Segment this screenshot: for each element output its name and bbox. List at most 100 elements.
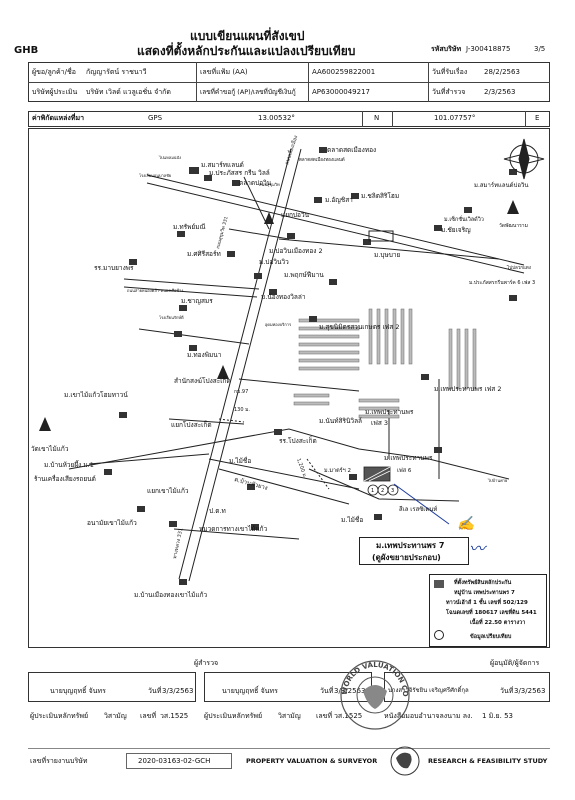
company-code: J-300418875 <box>466 45 511 53</box>
map-label-l17: ม.ศศิรีสอร์ท <box>187 250 221 258</box>
map-label-l42: ม.เทพประทานพร <box>384 454 433 462</box>
coords-label: ค่าพิกัดแหล่งที่มา <box>32 114 85 122</box>
globe-logo-icon <box>390 746 420 776</box>
valuer-name: นายบุญฤทธิ์ จันทร <box>222 687 278 695</box>
lic-no-label1: เลขที่ <box>140 712 157 720</box>
map-label-l40: ม.ไม้ชื่อ <box>229 456 251 465</box>
map-label-l46: แยกเขาไม้แก้ว <box>147 487 189 495</box>
map-label-l45: ร้านเครื่องเสียงรถยนต์ <box>34 474 96 483</box>
coords-lon-dir: E <box>535 114 540 122</box>
approver-label: ผู้อนุมัติ/ผู้จัดการ <box>490 659 540 667</box>
legend-row2: หมู่บ้าน เทพประทานพร 7 <box>454 590 515 596</box>
title-line2: แสดงที่ตั้งหลักประกันและแปลงเปรียบเทียบ <box>137 44 356 58</box>
map-label-l28: ม.ประภัสสรกรีนพาร์ค 6 เฟส 3 <box>469 279 535 286</box>
map-label-l50: สีเล เรสซิเดนท์ <box>399 505 438 513</box>
ref-label: เลขที่แฟ้ม (AA) <box>200 68 248 76</box>
ref-value: AA600259822001 <box>312 68 376 76</box>
map-label-l26: ม.ทองพิมนา <box>187 351 222 359</box>
received-value: 28/2/2563 <box>484 68 520 76</box>
valuer-co-value: บริษัท เวิลด์ แวลูเอชั่น จำกัด <box>86 88 171 96</box>
map-label-l54: ม.บ้านเมืองทองเขาไม้แก้ว <box>134 591 208 599</box>
map-frame: 1 2 3 <box>28 128 550 648</box>
surveyor-sign-box <box>28 672 196 702</box>
map-label-l10: ตลาดบ่อวิน <box>239 179 272 187</box>
map-label-l37: แยกโปงสะเก็ต <box>171 420 212 429</box>
map-label-l51: อนามัยเขาไม้แก้ว <box>87 519 137 527</box>
signature-2: 〰 <box>469 539 486 558</box>
study-en: RESEARCH & FEASIBILITY STUDY <box>428 757 548 765</box>
map-label-l39: รร.โปงสะเก็ต <box>279 436 317 445</box>
company-seal: WORLD VALUATION CO.,LTD <box>335 655 410 730</box>
map-label-l15: วัดพัฒนาราม <box>499 223 528 229</box>
map-label-l35: ม.นันท์สิรินิวิลล์ <box>319 417 362 425</box>
map-label-l13: ม.เซ็กชั่นเวิลด์วิว <box>444 215 484 223</box>
map-label-l56: โรงเรียนรักษ์ดี <box>159 315 184 320</box>
map-label-l14: ม.ชัยเจริญ <box>441 226 471 234</box>
lic-date3: 1 มิ.ย. 53 <box>482 712 513 720</box>
map-label-l53: ม.ไม้ชื่อ <box>341 515 363 524</box>
map-label-l05: โรงเรียนอนุบาลชัย <box>139 173 171 179</box>
map-label-l38: วัดเขาไม้แก้ว <box>31 445 69 453</box>
surveyor-date-label: วันที่ <box>148 687 162 695</box>
map-label-l24: ม.น้องทองวิลล่า <box>261 293 306 301</box>
map-label-l29: สำนักสงฆ์โปงสะเก็ต <box>174 376 231 385</box>
valuer-date-label: วันที่ <box>320 687 334 695</box>
lic-name2: วิสามัญ <box>278 712 301 720</box>
map-label-l55: ถนนสุขุมวิท 331 <box>215 216 229 250</box>
map-label-l08: ม.อัญชิสา <box>325 196 353 204</box>
lic-label3: หนังสือมอบอำนาจลงนาม ลง. <box>384 712 473 720</box>
coords-lat: 13.00532° <box>258 114 295 122</box>
map-label-l25: ม.สุขนิมิตรสวนเกษตร เฟส 2 <box>319 323 399 331</box>
lic-no1: วส.1525 <box>160 712 189 720</box>
map-label-l52: หมวดการทางเขาไม้แก้ว <box>199 525 268 533</box>
company-code-label: รหัสบริษัท <box>431 45 462 53</box>
map-label-l61: ทางหลวง 331 <box>172 528 184 560</box>
map-label-l16: ม.บุษบาย <box>374 251 401 259</box>
map-drawing: 1 2 3 <box>31 134 545 599</box>
survey-value: 2/3/2563 <box>484 88 516 96</box>
map-label-l34: ม.เทพประทานพร <box>365 408 414 416</box>
received-label: วันที่รับเรื่อง <box>432 68 468 76</box>
lic-name1: วิสามัญ <box>104 712 127 720</box>
svg-text:1: 1 <box>371 488 374 494</box>
report-no: 2020-03163-02-GCH <box>138 757 211 765</box>
map-label-l60: ไปบ้านค่าย <box>487 478 507 483</box>
legend-subject-swatch <box>434 580 444 588</box>
svg-text:3: 3 <box>391 488 394 494</box>
lic-label2: ผู้ประเมินหลักทรัพย์ <box>204 712 263 720</box>
coords-lon: 101.07757° <box>434 114 476 122</box>
surveyor-name: นายบุญฤทธิ์ จันทร <box>50 687 106 695</box>
map-label-l49: ป.ต.ท <box>209 507 226 515</box>
legend-row3: ทาวน์เฮ้าส์ 1 ชั้น เลขที่ 502/129 <box>446 600 528 606</box>
company-en: PROPERTY VALUATION & SURVEYOR <box>246 757 378 765</box>
map-label-l30: กม.97 <box>234 389 248 395</box>
legend-row4: โฉนดเลขที่ 180617 เลขที่ดิน 5441 <box>446 610 537 616</box>
ap-label: เลขที่คำขอกู้ (AP)/เลขที่บัญชีเงินกู้ <box>200 88 296 96</box>
map-label-l59: ไปปลวกแดง <box>506 265 531 271</box>
lic-no-label2: เลขที่ <box>316 712 333 720</box>
map-label-l18: ม.บ่อวินเมืองทอง 2 <box>269 247 323 255</box>
svg-text:2: 2 <box>381 488 384 494</box>
map-label-l43: เฟส 6 <box>397 467 412 474</box>
legend-row6: ข้อมูลเปรียบเทียบ <box>470 634 512 640</box>
title-line1: แบบเขียนแผนที่สังเขป <box>190 29 305 43</box>
map-label-l47: ม.มาตร์ฯ 2 <box>324 467 351 474</box>
map-label-l58: ไปแหลมฉบัง <box>158 155 181 160</box>
approver-sign-box <box>384 672 550 702</box>
map-label-l06: ถนนสุขุมวิท <box>259 182 280 188</box>
map-label-l07: ถนนเลี่ยงเมือง <box>283 134 299 166</box>
map-label-l04: ตลาดสดเมืองทองแลนด์ <box>299 156 345 163</box>
legend-compare-icon <box>434 630 444 640</box>
map-label-l02: ม.ประภัสสร กรีน วิลล์ <box>209 169 270 177</box>
surveyor-label: ผู้สำรวจ <box>194 659 219 667</box>
report-label: เลขที่รายงานบริษัท <box>30 757 88 765</box>
map-label-l03: ตลาดสดเมืองทอง <box>327 146 376 154</box>
survey-label: วันที่สำรวจ <box>432 88 466 96</box>
map-label-l09: ม.ชลิตสิริโฮม <box>361 192 399 200</box>
report-no-box <box>126 753 232 769</box>
map-label-l31: 130 ม. <box>234 407 250 413</box>
org-code: GHB <box>14 45 39 56</box>
plot-label1: ม.เทพประทานพร 7 <box>376 541 445 550</box>
plot-label2: (ดูผังขยายประกอบ) <box>372 553 441 562</box>
map-label-l23: ม.ชาญสมร <box>181 297 213 305</box>
